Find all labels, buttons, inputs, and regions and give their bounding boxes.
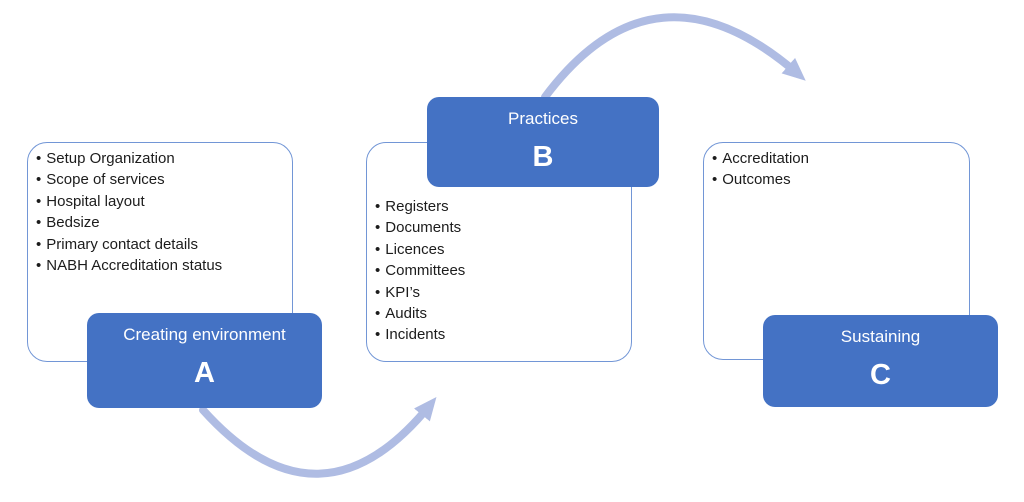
stage-c-badge: Sustaining C — [763, 315, 998, 407]
stage-b-badge: Practices B — [427, 97, 659, 187]
stage-c-letter: C — [870, 359, 891, 391]
list-item: Hospital layout — [36, 191, 288, 212]
list-item: Documents — [375, 217, 627, 238]
stage-a-item-list: Setup OrganizationScope of servicesHospi… — [28, 143, 292, 276]
list-item: Scope of services — [36, 169, 288, 190]
list-item: Audits — [375, 303, 627, 324]
list-item: Licences — [375, 239, 627, 260]
stage-a-letter: A — [194, 357, 215, 389]
stage-b-letter: B — [532, 141, 554, 173]
stage-a-label: Creating environment — [123, 325, 286, 344]
stage-b-item-list: RegistersDocumentsLicencesCommitteesKPI’… — [367, 143, 631, 346]
arrow-b-to-c — [541, 13, 806, 101]
stage-a-badge: Creating environment A — [87, 313, 322, 408]
list-item: Setup Organization — [36, 148, 288, 169]
stage-c-label: Sustaining — [840, 327, 921, 346]
list-item: NABH Accreditation status — [36, 255, 288, 276]
list-item: Primary contact details — [36, 234, 288, 255]
list-item: Bedsize — [36, 212, 288, 233]
arrow-a-to-b — [199, 397, 437, 478]
list-item: Outcomes — [712, 169, 965, 190]
list-item: Incidents — [375, 324, 627, 345]
list-item: KPI’s — [375, 282, 627, 303]
stage-c-item-list: AccreditationOutcomes — [704, 143, 969, 191]
stage-a-panel: Setup OrganizationScope of servicesHospi… — [27, 142, 293, 362]
list-item: Committees — [375, 260, 627, 281]
list-item: Registers — [375, 196, 627, 217]
stage-b-label: Practices — [508, 109, 578, 128]
list-item: Accreditation — [712, 148, 965, 169]
